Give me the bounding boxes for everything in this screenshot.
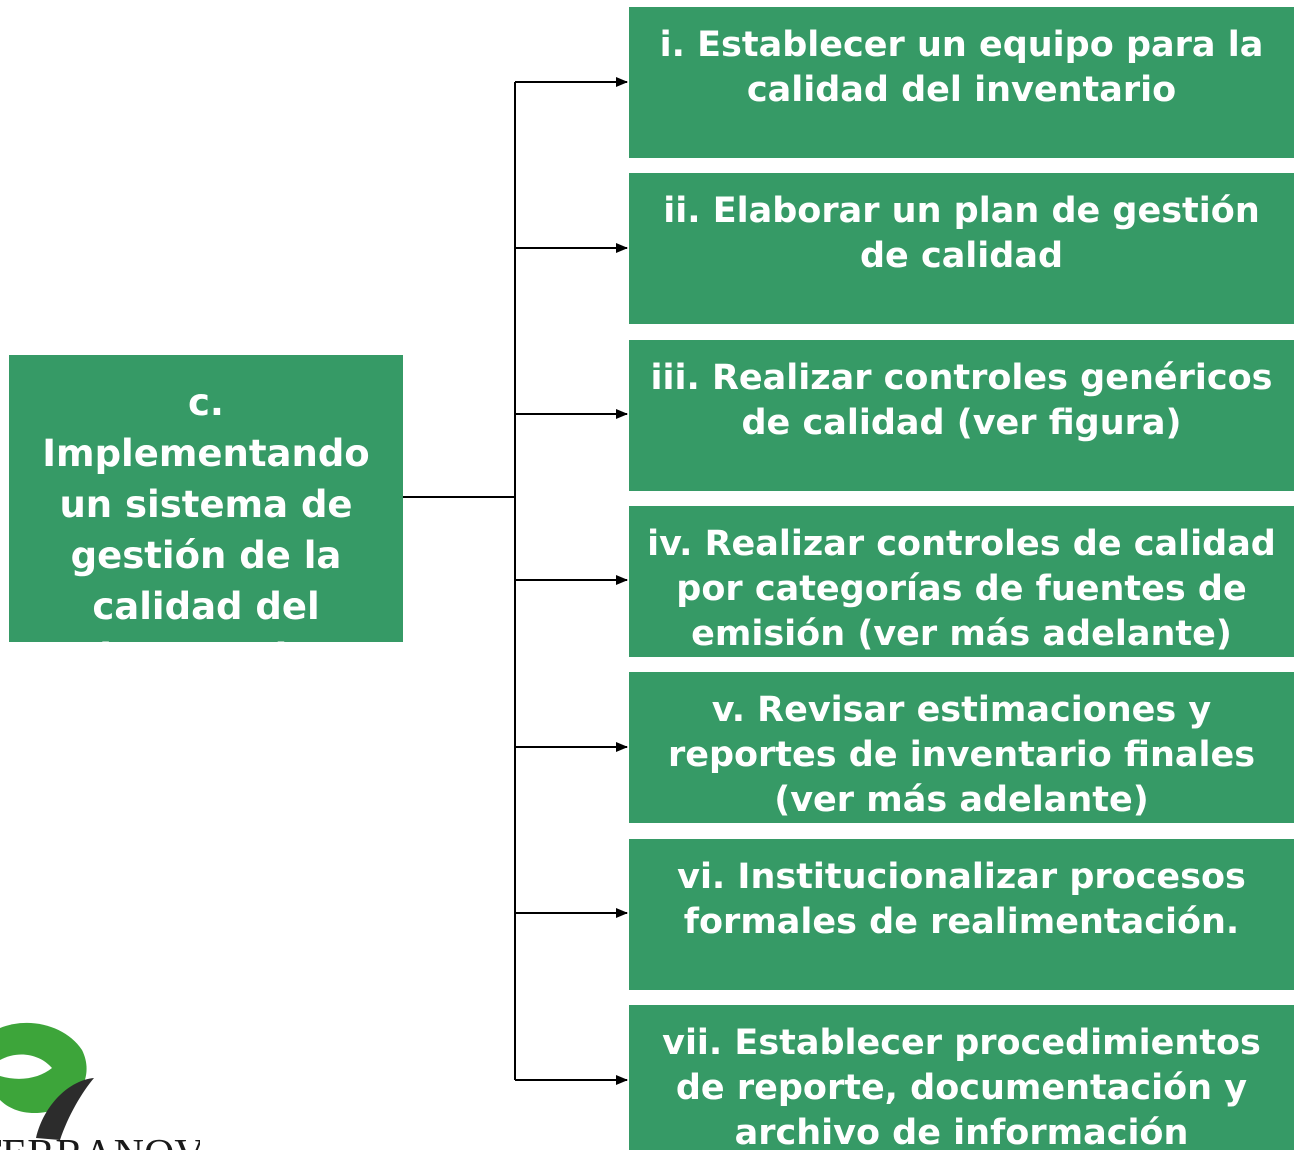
step-label-5: v. Revisar estimaciones y reportes de in… — [667, 690, 1256, 820]
step-label-3: iii. Realizar controles genéricos de cal… — [650, 358, 1273, 443]
logo-text: TERRANOVA — [0, 1132, 200, 1150]
step-label-2: ii. Elaborar un plan de gestión de calid… — [663, 191, 1260, 276]
step-label-1: i. Establecer un equipo para la calidad … — [659, 25, 1264, 110]
step-box-4: iv. Realizar controles de calidad por ca… — [629, 506, 1294, 657]
logo-leaf-inner-icon — [0, 1054, 52, 1079]
step-label-4: iv. Realizar controles de calidad por ca… — [647, 524, 1276, 654]
step-box-2: ii. Elaborar un plan de gestión de calid… — [629, 173, 1294, 324]
step-label-7: vii. Establecer procedimientos de report… — [662, 1023, 1261, 1150]
main-box-label: c. Implementando un sistema de gestión d… — [42, 381, 370, 642]
step-box-6: vi. Institucionalizar procesos formales … — [629, 839, 1294, 990]
terranova-logo: TERRANOVA — [0, 1022, 200, 1150]
step-box-1: i. Establecer un equipo para la calidad … — [629, 7, 1294, 158]
step-box-7: vii. Establecer procedimientos de report… — [629, 1005, 1294, 1150]
step-label-6: vi. Institucionalizar procesos formales … — [677, 857, 1246, 942]
step-box-3: iii. Realizar controles genéricos de cal… — [629, 340, 1294, 491]
logo-swoosh-icon — [36, 1078, 94, 1140]
step-box-5: v. Revisar estimaciones y reportes de in… — [629, 672, 1294, 823]
main-box: c. Implementando un sistema de gestión d… — [9, 355, 403, 642]
